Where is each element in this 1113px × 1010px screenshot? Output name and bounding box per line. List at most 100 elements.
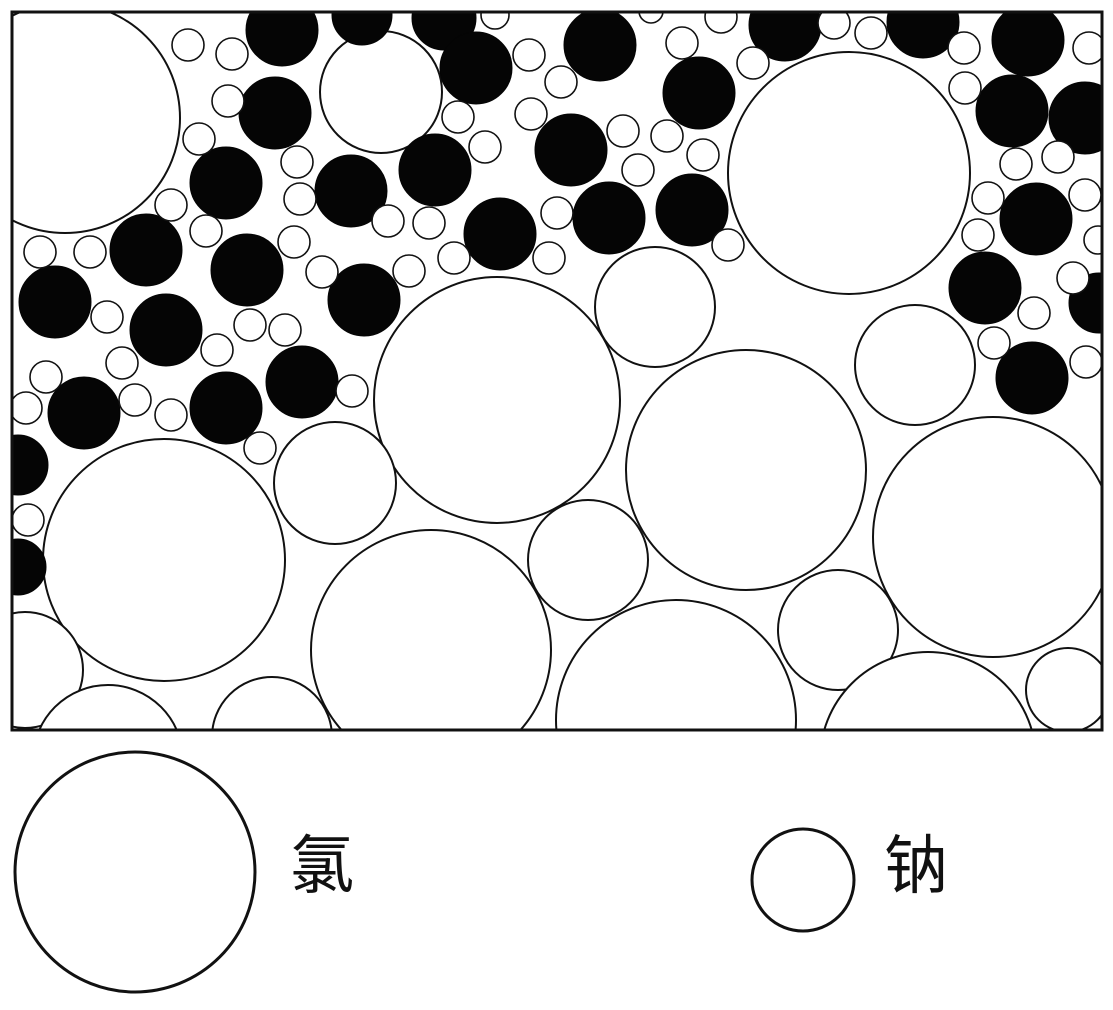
large-open-particle [211,676,333,730]
legend-sodium-label: 钠 [884,830,948,904]
small-open-particle [650,119,684,153]
dark-particle [398,133,472,207]
small-open-particle [971,181,1005,215]
small-open-particle [215,37,249,71]
dark-particle [439,31,513,105]
dark-particle [314,154,388,228]
small-open-particle [977,326,1011,360]
small-open-particle [1056,261,1090,295]
small-open-particle [854,16,888,50]
large-open-particle [38,684,178,730]
dark-particle [999,182,1073,256]
small-open-particle [29,360,63,394]
large-open-particle [310,529,552,730]
small-open-particle [1083,225,1102,255]
dark-particle [129,293,203,367]
dark-particle [975,74,1049,148]
small-open-particle [171,28,205,62]
dark-particle [265,345,339,419]
dark-particle [1048,81,1102,155]
small-open-particle [392,254,426,288]
legend-chlorine-label: 氯 [290,830,354,904]
small-open-particle [280,145,314,179]
dark-particle [210,233,284,307]
large-open-particle [319,30,443,154]
small-open-particle [283,182,317,216]
large-open-particle [625,349,867,591]
small-open-particle [1069,345,1102,379]
dark-particle [12,434,49,496]
dark-particle [534,113,608,187]
small-open-particle [480,12,510,30]
small-open-particle [540,196,574,230]
large-open-particle [555,599,797,730]
small-open-particle [277,225,311,259]
dark-particle [331,12,393,46]
small-open-particle [189,214,223,248]
large-open-particle [823,651,1033,730]
small-open-particle [200,333,234,367]
small-open-particle [371,204,405,238]
large-open-particle [1025,647,1102,730]
small-open-particle [514,97,548,131]
small-open-particle [12,391,43,425]
small-open-particle [335,374,369,408]
dark-particle [18,265,92,339]
small-open-particle [12,503,45,537]
dark-particle [991,12,1065,77]
small-open-particle [412,206,446,240]
small-open-particle [947,31,981,65]
large-open-particle [42,438,286,682]
legend-sodium-swatch [750,827,856,933]
dark-particle [47,376,121,450]
dark-particle [12,538,47,596]
large-open-particle [12,12,181,234]
legend-chlorine-swatch [13,750,257,994]
dark-particle [995,341,1069,415]
small-open-particle [736,46,770,80]
small-open-particle [948,71,982,105]
large-open-particle [777,569,899,691]
small-open-particle [182,122,216,156]
dark-particle [238,76,312,150]
small-open-particle [243,431,277,465]
small-open-particle [999,147,1033,181]
large-open-particle [872,416,1102,658]
dark-particle [189,146,263,220]
large-open-particle [727,51,971,295]
container-border [10,10,1104,732]
dark-particle [886,12,960,59]
small-open-particle [154,398,188,432]
small-open-particle [665,26,699,60]
small-open-particle [233,308,267,342]
dark-particle [563,12,637,82]
dark-particle [662,56,736,130]
small-open-particle [961,218,995,252]
small-open-particle [73,235,107,269]
small-open-particle [638,12,664,24]
small-open-particle [437,241,471,275]
small-open-particle [686,138,720,172]
small-open-particle [532,241,566,275]
small-open-particle [704,12,738,34]
particle-field [12,12,1102,730]
small-open-particle [711,228,745,262]
large-open-particle [527,499,649,621]
small-open-particle [90,300,124,334]
small-open-particle [268,313,302,347]
small-open-particle [1041,140,1075,174]
legend: 氯 钠 [13,750,948,994]
large-open-particle [594,246,716,368]
large-open-particle [273,421,397,545]
large-open-particle [373,276,621,524]
small-open-particle [154,188,188,222]
small-open-particle [544,65,578,99]
large-open-particle [854,304,976,426]
small-open-particle [817,12,851,40]
dark-particle [572,181,646,255]
small-open-particle [305,255,339,289]
small-open-particle [606,114,640,148]
dark-particle [327,263,401,337]
small-open-particle [1072,31,1102,65]
